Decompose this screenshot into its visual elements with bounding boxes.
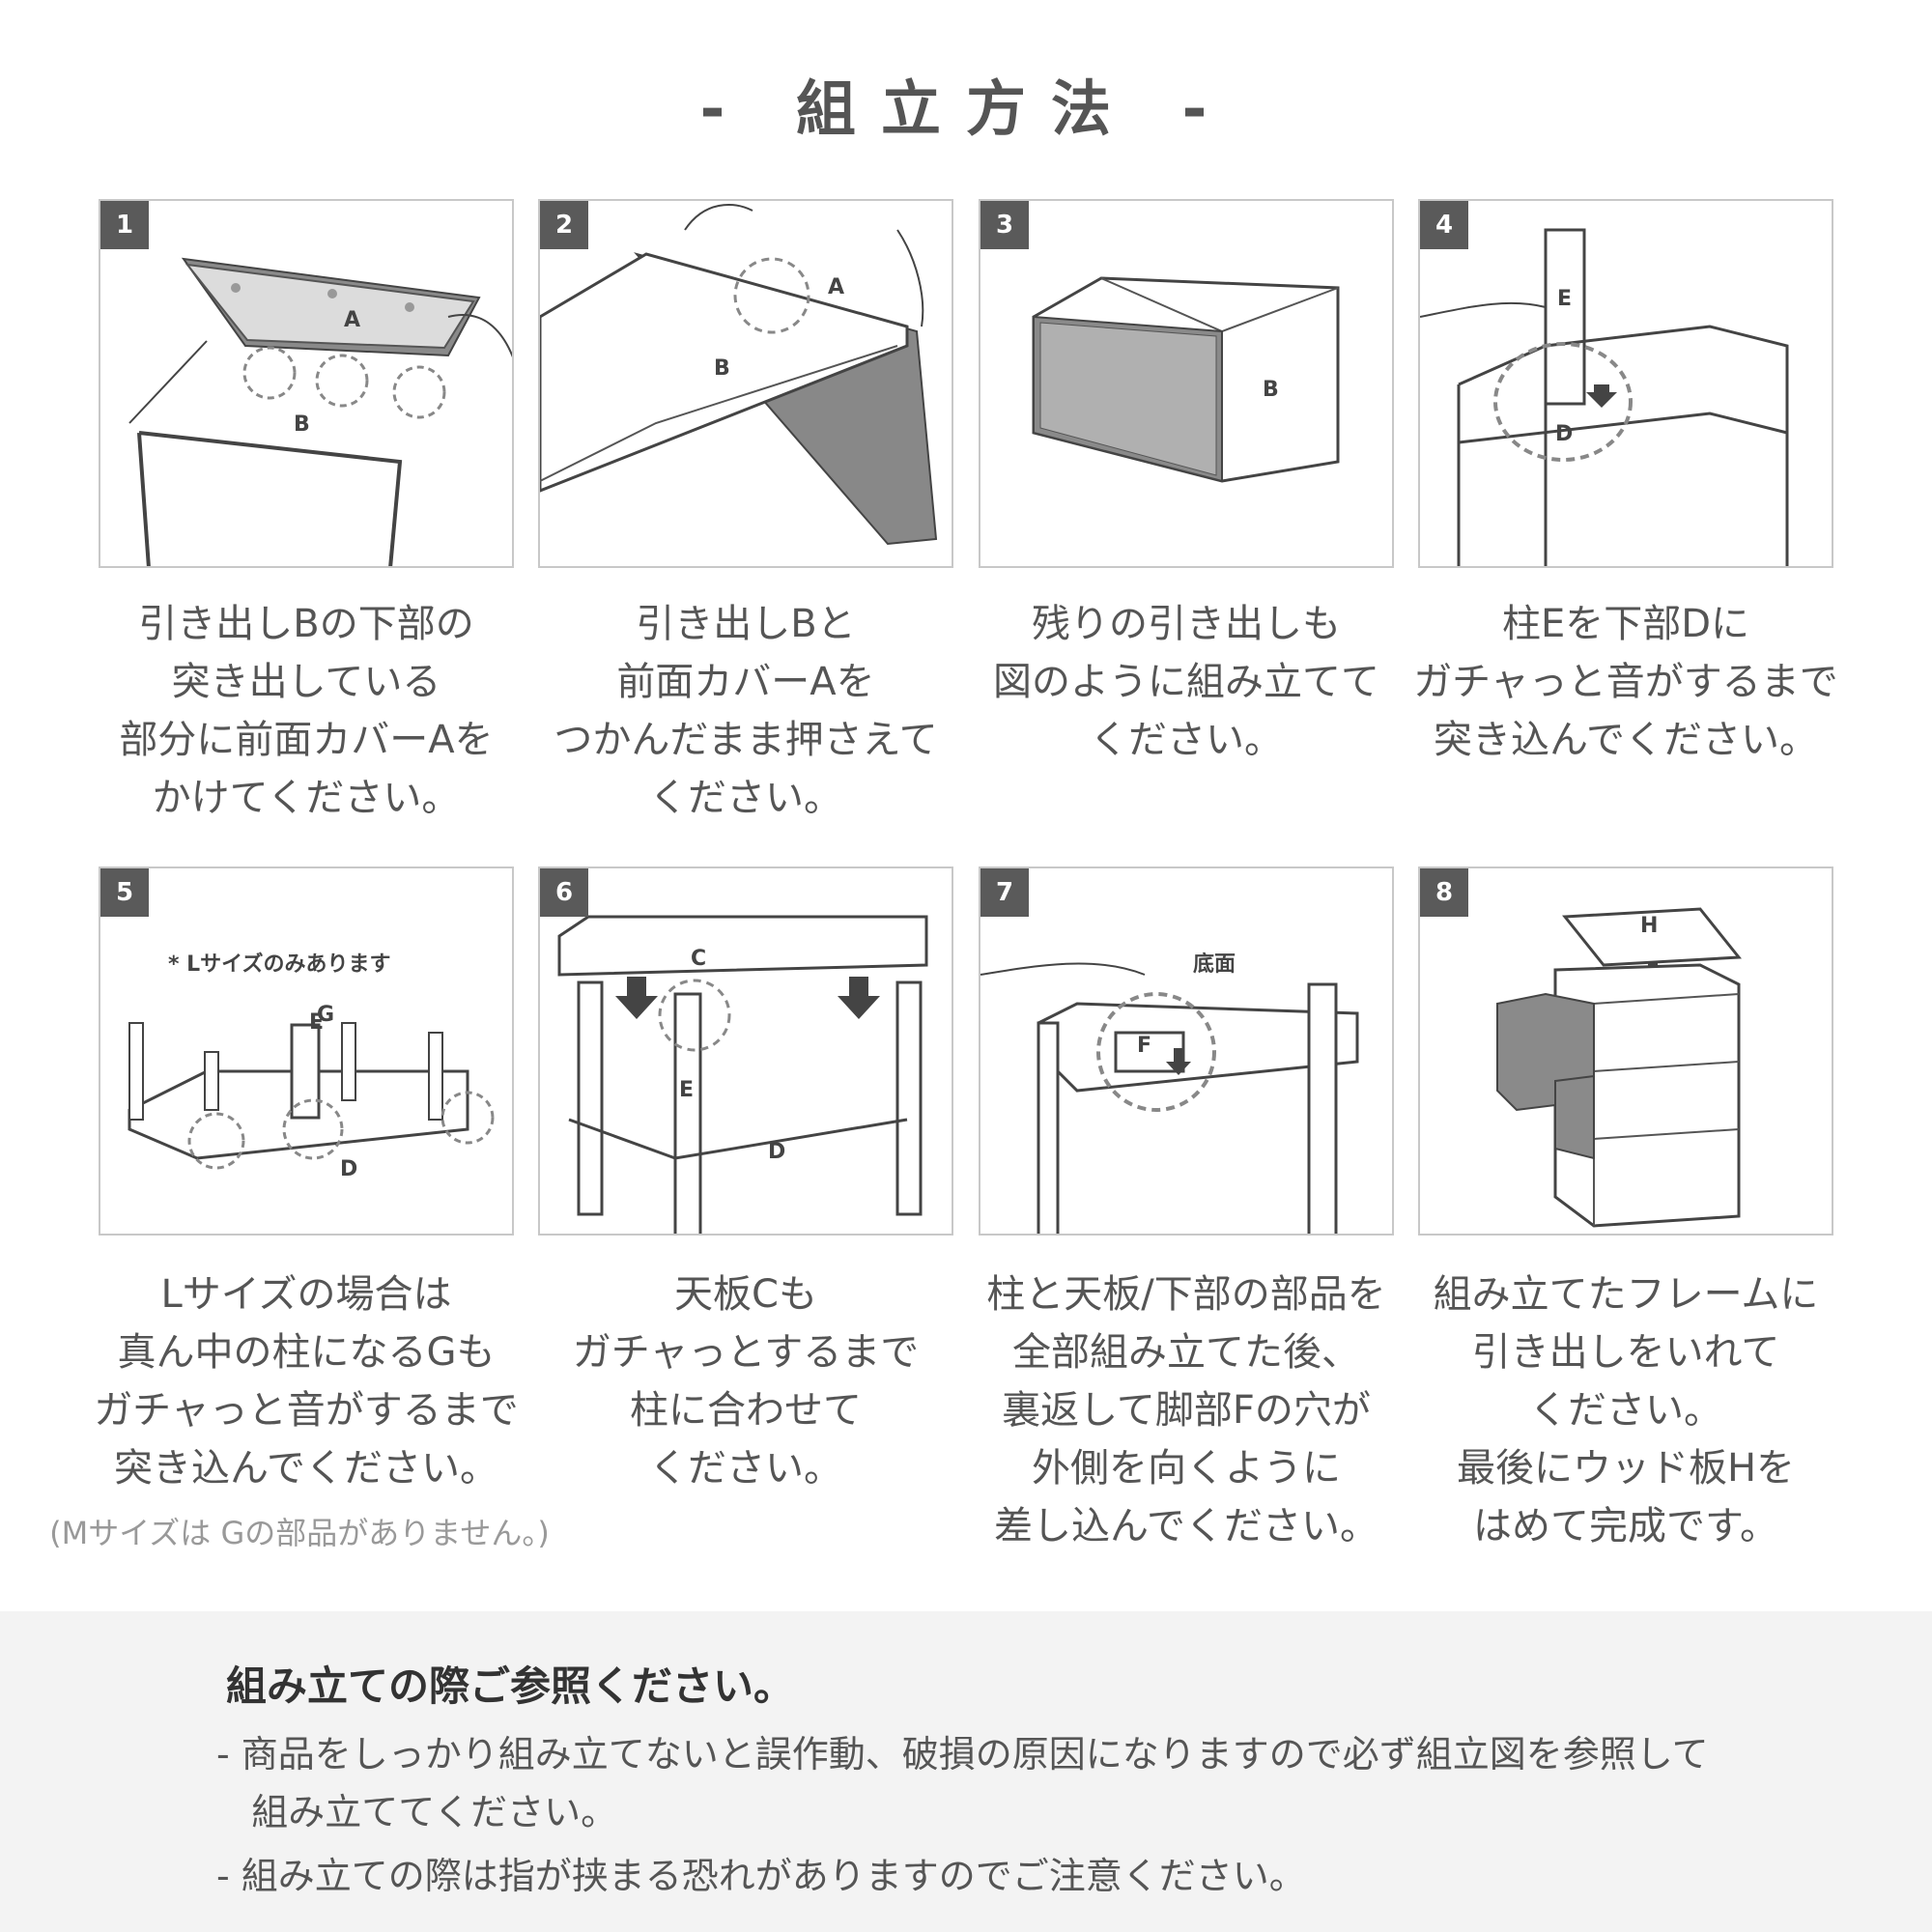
page-title: - 組立方法 -: [699, 73, 1233, 144]
step-3-caption: 残りの引き出しも 図のように組み立てて ください。: [993, 602, 1379, 762]
step-3-drawing: B: [1032, 276, 1340, 483]
step-5-label-g: G: [317, 1003, 334, 1027]
m-size-note: (Mサイズは Gの部品がありません。): [49, 1515, 550, 1551]
step-2-label-a: A: [828, 275, 844, 299]
reference-item-1-cont: 組み立ててください。: [216, 1791, 618, 1833]
step-7-illustration: 7 底面 F: [979, 867, 1394, 1236]
reference-item-1: - 商品をしっかり組み立てないと誤作動、破損の原因になりますので必ず組立図を参照…: [216, 1733, 1709, 1776]
step-7-caption: 柱と天板/下部の部品を 全部組み立てた後、 裏返して脚部Fの穴が 外側を向くよう…: [986, 1272, 1386, 1548]
step-6-label-c: C: [691, 947, 706, 971]
step-7-drawing: 底面 F: [980, 952, 1359, 1234]
step-4-label-e: E: [1557, 287, 1572, 311]
step-5-label-e: E: [309, 1010, 324, 1035]
step-6-badge: 6: [540, 868, 588, 917]
step-5-drawing: * Lサイズのみあります E G D: [128, 952, 495, 1181]
reference-item-2: - 組み立ての際は指が挟まる恐れがありますのでご注意ください。: [216, 1855, 1306, 1897]
step-4-badge: 4: [1420, 201, 1468, 249]
step-5-illustration: 5 * Lサイズのみあります E G D: [99, 867, 514, 1236]
step-5-caption: Lサイズの場合は 真ん中の柱になるGも ガチャっと音がするまで 突き込んでくださ…: [94, 1272, 519, 1491]
step-8-caption: 組み立てたフレームに 引き出しをいれて ください。 最後にウッド板Hを はめて完…: [1433, 1272, 1819, 1548]
step-5-badge: 5: [100, 868, 149, 917]
step-8-illustration: 8 H: [1418, 867, 1833, 1236]
step-4-caption: 柱Eを下部Dに ガチャっと音がするまで 突き込んでください。: [1413, 602, 1838, 762]
step-7-annotation: 底面: [1193, 952, 1236, 977]
step-8-label-h: H: [1640, 914, 1658, 938]
step-6-illustration: 6 C E D: [538, 867, 953, 1236]
step-4-drawing: E D: [1420, 228, 1789, 566]
step-4-illustration: 4 E D: [1418, 199, 1833, 568]
step-2-caption: 引き出しBと 前面カバーAを つかんだまま押さえて ください。: [554, 602, 938, 820]
step-2-badge: 2: [540, 201, 588, 249]
step-1-caption: 引き出しBの下部の 突き出している 部分に前面カバーAを かけてください。: [119, 602, 494, 820]
step-3-label-b: B: [1263, 378, 1279, 402]
step-1-label-a: A: [344, 308, 360, 332]
step-1-illustration: 1 A B: [99, 199, 514, 568]
reference-section: [0, 1611, 1932, 1932]
step-1-label-b: B: [294, 412, 310, 437]
step-1-badge: 1: [100, 201, 149, 249]
step-2-drawing: A B: [540, 204, 938, 546]
step-8-drawing: H: [1496, 907, 1742, 1228]
step-5-label-d: D: [340, 1157, 357, 1181]
step-8-badge: 8: [1420, 868, 1468, 917]
step-1-drawing: A B: [128, 257, 512, 566]
step-6-drawing: C E D: [557, 915, 928, 1234]
reference-title: 組み立ての際ご参照ください。: [226, 1662, 795, 1710]
step-7-label-f: F: [1137, 1034, 1151, 1058]
step-6-label-e: E: [679, 1078, 694, 1102]
step-3-badge: 3: [980, 201, 1029, 249]
step-6-caption: 天板Cも ガチャっとするまで 柱に合わせて ください。: [572, 1272, 920, 1491]
step-3-illustration: 3 B: [979, 199, 1394, 568]
step-4-label-d: D: [1555, 422, 1573, 446]
step-5-annotation: * Lサイズのみあります: [168, 952, 391, 977]
step-7-badge: 7: [980, 868, 1029, 917]
step-2-illustration: 2 A B: [538, 199, 953, 568]
step-2-label-b: B: [714, 356, 730, 381]
step-6-label-d: D: [768, 1140, 785, 1164]
